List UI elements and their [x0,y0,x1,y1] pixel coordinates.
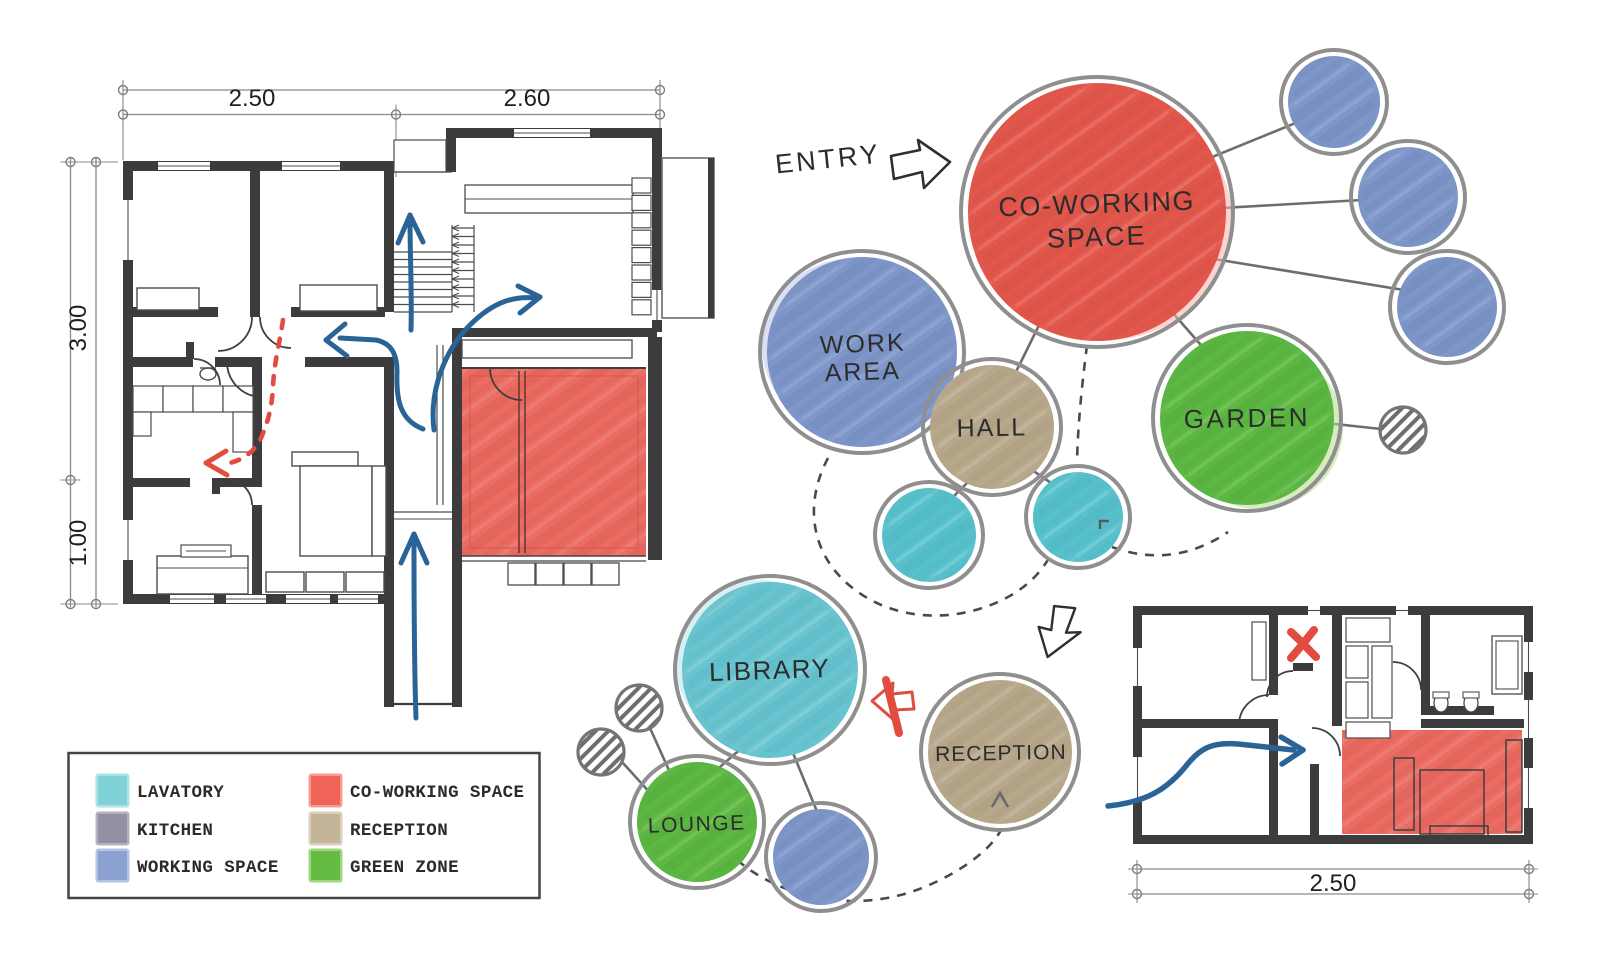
svg-text:1.00: 1.00 [65,520,92,567]
svg-text:KITCHEN: KITCHEN [137,821,213,841]
svg-text:2.60: 2.60 [504,85,551,112]
svg-text:GREEN ZONE: GREEN ZONE [350,858,459,878]
svg-text:RECEPTION: RECEPTION [935,741,1067,766]
svg-text:WORK: WORK [819,329,906,360]
svg-text:CO-WORKING: CO-WORKING [998,186,1195,223]
svg-text:CO-WORKING SPACE: CO-WORKING SPACE [350,783,524,803]
svg-text:AREA: AREA [824,357,901,388]
svg-text:SPACE: SPACE [1046,220,1147,253]
svg-text:HALL: HALL [956,413,1027,442]
svg-text:WORKING SPACE: WORKING SPACE [137,858,279,878]
svg-text:LAVATORY: LAVATORY [137,783,224,803]
svg-text:2.50: 2.50 [1310,870,1357,897]
svg-text:GARDEN: GARDEN [1183,402,1310,434]
svg-text:LIBRARY: LIBRARY [709,653,831,687]
svg-text:LOUNGE: LOUNGE [648,811,746,837]
svg-text:RECEPTION: RECEPTION [350,821,448,841]
svg-text:2.50: 2.50 [229,85,276,112]
svg-text:3.00: 3.00 [65,305,92,352]
